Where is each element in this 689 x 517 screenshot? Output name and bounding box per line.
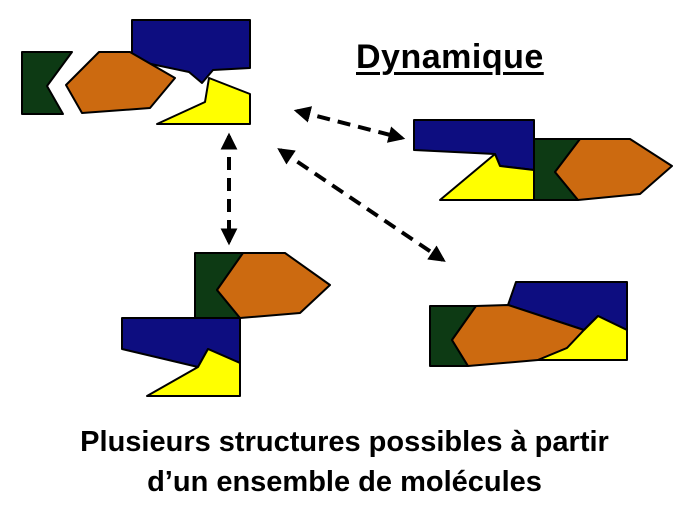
yellow-molecule bbox=[439, 153, 535, 201]
assembly-variant-2 bbox=[121, 252, 331, 397]
yellow-molecule bbox=[537, 315, 628, 361]
navy-molecule bbox=[413, 119, 535, 171]
arrow-to-variant-3 bbox=[277, 148, 446, 262]
caption-line-2: d’un ensemble de molécules bbox=[147, 466, 542, 498]
separated-molecules bbox=[21, 19, 251, 125]
orange-molecule bbox=[554, 138, 673, 201]
assembly-variant-1 bbox=[413, 119, 673, 201]
page-title: Dynamique bbox=[356, 38, 544, 76]
yellow-molecule bbox=[156, 77, 251, 125]
transition-arrows bbox=[220, 106, 446, 262]
green-molecule bbox=[21, 51, 73, 115]
caption: Plusieurs structures possibles à partir … bbox=[0, 422, 689, 502]
yellow-molecule bbox=[146, 348, 241, 397]
orange-molecule bbox=[65, 51, 176, 114]
arrow-to-variant-1 bbox=[293, 106, 406, 143]
assembly-variant-3 bbox=[429, 281, 628, 367]
caption-line-1: Plusieurs structures possibles à partir bbox=[80, 426, 609, 458]
